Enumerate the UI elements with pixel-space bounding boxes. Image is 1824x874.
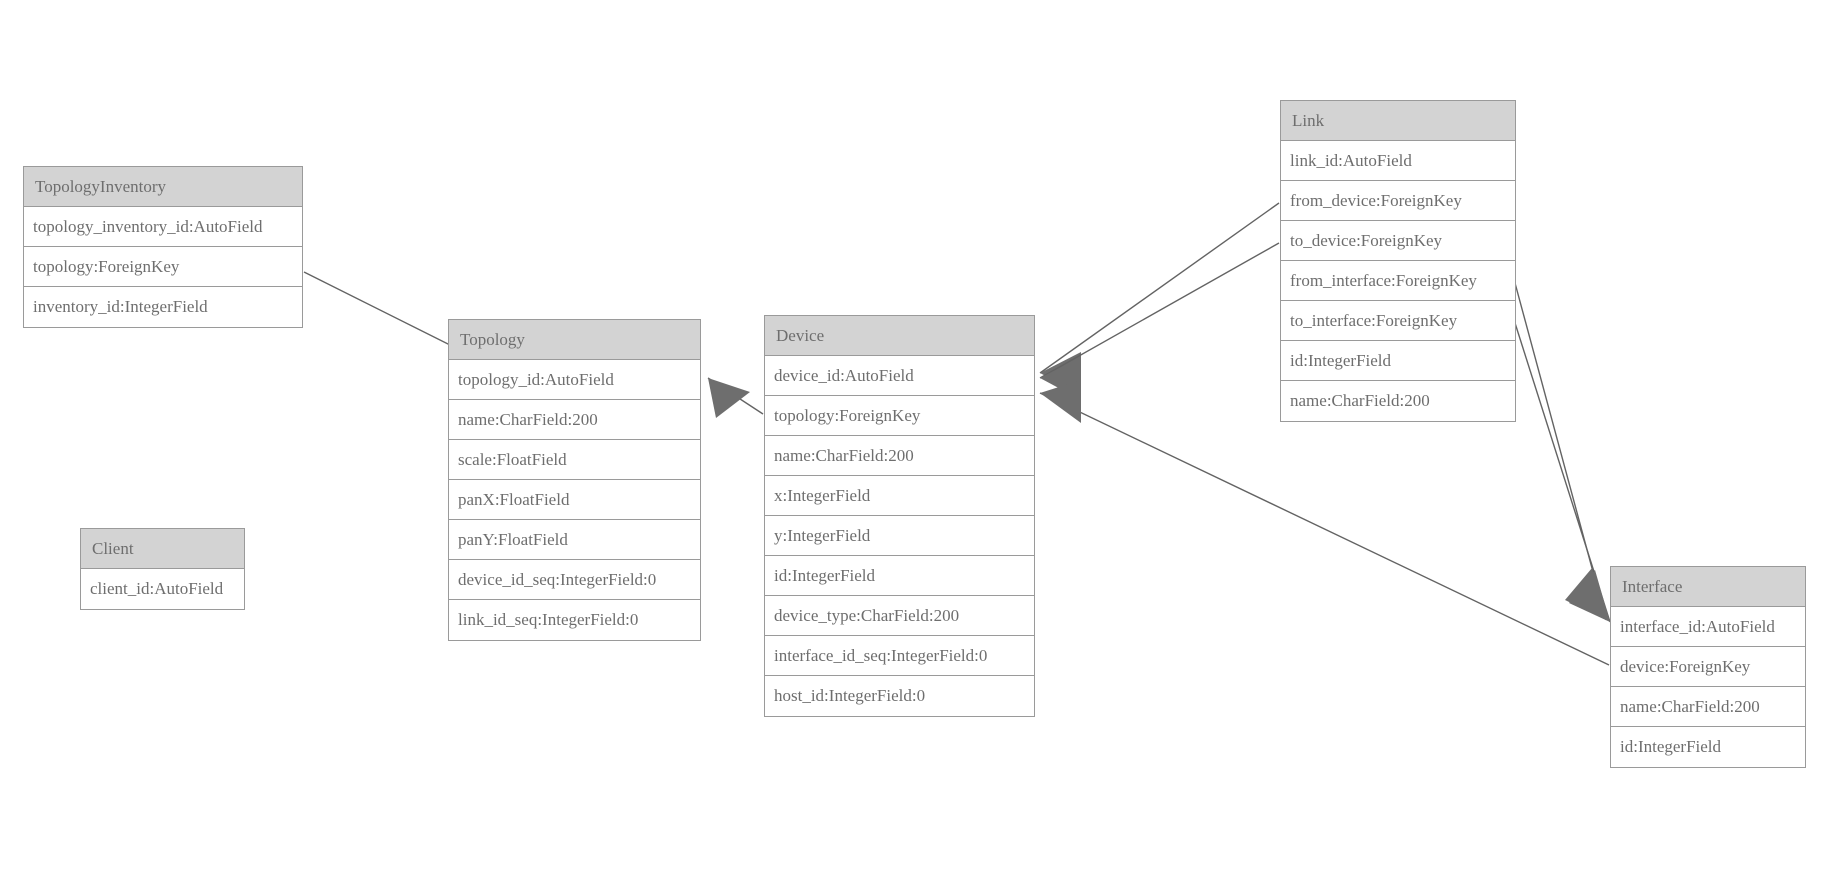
entity-field-row: panX:FloatField (449, 480, 700, 520)
arrowhead-icon (1040, 380, 1081, 423)
entity-field-row: device:ForeignKey (1611, 647, 1805, 687)
relationship-line (1514, 322, 1611, 623)
entity-field-row: device_id:AutoField (765, 356, 1034, 396)
entity-field-row: topology:ForeignKey (24, 247, 302, 287)
entity-title-interface: Interface (1611, 567, 1805, 607)
entity-title-topology_inventory: TopologyInventory (24, 167, 302, 207)
arrowhead-icon (1569, 570, 1610, 622)
relationship-link-from-interface (1514, 282, 1607, 621)
entity-field-row: topology_inventory_id:AutoField (24, 207, 302, 247)
entity-title-link: Link (1281, 101, 1515, 141)
entity-field-row: name:CharField:200 (765, 436, 1034, 476)
arrowhead-icon (1040, 357, 1081, 400)
entity-field-row: interface_id_seq:IntegerField:0 (765, 636, 1034, 676)
entity-field-row: interface_id:AutoField (1611, 607, 1805, 647)
entity-field-row: topology_id:AutoField (449, 360, 700, 400)
entity-field-row: id:IntegerField (1281, 341, 1515, 381)
entity-field-row: panY:FloatField (449, 520, 700, 560)
entity-field-row: client_id:AutoField (81, 569, 244, 609)
entity-field-row: link_id_seq:IntegerField:0 (449, 600, 700, 640)
entity-field-row: name:CharField:200 (1611, 687, 1805, 727)
entity-title-topology: Topology (449, 320, 700, 360)
entity-field-row: scale:FloatField (449, 440, 700, 480)
relationship-link-to-device (1039, 242, 1280, 400)
entity-field-row: device_type:CharField:200 (765, 596, 1034, 636)
entity-field-row: to_device:ForeignKey (1281, 221, 1515, 261)
entity-field-row: name:CharField:200 (449, 400, 700, 440)
arrowhead-icon (1565, 568, 1606, 620)
entity-field-row: topology:ForeignKey (765, 396, 1034, 436)
entity-field-row: to_interface:ForeignKey (1281, 301, 1515, 341)
entity-field-row: id:IntegerField (1611, 727, 1805, 767)
entity-field-row: from_device:ForeignKey (1281, 181, 1515, 221)
relationship-line (1039, 202, 1280, 374)
entity-field-row: device_id_seq:IntegerField:0 (449, 560, 700, 600)
entity-field-row: name:CharField:200 (1281, 381, 1515, 421)
entity-field-row: inventory_id:IntegerField (24, 287, 302, 327)
entity-field-row: from_interface:ForeignKey (1281, 261, 1515, 301)
entity-field-row: link_id:AutoField (1281, 141, 1515, 181)
entity-field-row: host_id:IntegerField:0 (765, 676, 1034, 716)
arrowhead-icon (1040, 352, 1081, 395)
relationship-line (707, 377, 764, 415)
relationship-link-to-interface (1514, 322, 1611, 623)
relationship-line (1039, 242, 1280, 379)
entity-field-row: id:IntegerField (765, 556, 1034, 596)
relationship-device-topology (707, 377, 764, 418)
relationship-interface-device (1039, 380, 1610, 666)
entity-field-row: y:IntegerField (765, 516, 1034, 556)
entity-title-device: Device (765, 316, 1034, 356)
relationship-line (1514, 282, 1607, 621)
entity-field-row: x:IntegerField (765, 476, 1034, 516)
relationship-line (1039, 392, 1610, 666)
arrowhead-icon (708, 378, 750, 418)
relationship-link-from-device (1039, 202, 1280, 395)
entity-title-client: Client (81, 529, 244, 569)
